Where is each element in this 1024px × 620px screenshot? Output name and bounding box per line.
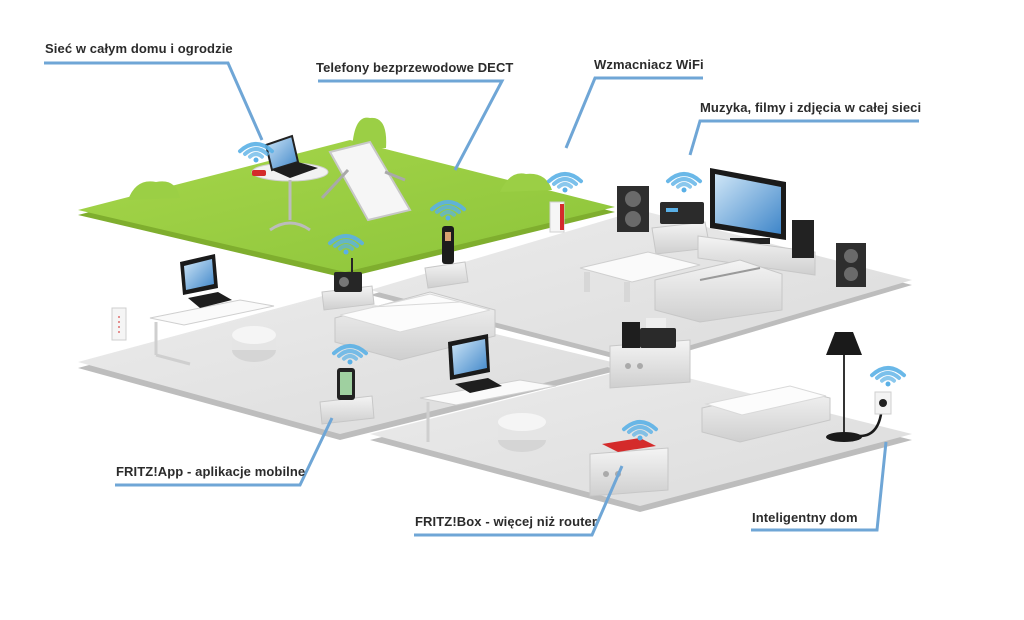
dect-phone: [442, 226, 454, 264]
wifi-signals: [238, 142, 906, 441]
leader-line-media: [688, 119, 919, 156]
label-dect-phones: Telefony bezprzewodowe DECT: [316, 60, 514, 75]
fritzbox-router: [602, 438, 656, 452]
single-bed: [701, 385, 831, 443]
wifi-icon: [622, 420, 658, 441]
smartphone-stand: [319, 368, 375, 425]
garden-lawn: [78, 117, 615, 278]
label-garden-network: Sieć w całym domu i ogrodzie: [45, 41, 233, 56]
nas-drive: [622, 322, 640, 348]
wifi-icon: [870, 366, 906, 387]
printer-cabinet: [609, 318, 691, 389]
leader-line-smarthome: [751, 441, 888, 532]
label-media: Muzyka, filmy i zdjęcia w całej sieci: [700, 100, 922, 115]
pouf: [232, 326, 276, 362]
wifi-icon: [547, 172, 583, 193]
tv: [710, 168, 786, 244]
label-smart-home: Inteligentny dom: [752, 510, 858, 525]
game-console: [792, 220, 814, 258]
pouf-two: [498, 413, 546, 452]
bush: [500, 173, 552, 192]
garden-deck-chair: [320, 140, 412, 222]
sofa: [654, 259, 783, 323]
leader-line-repeater: [564, 76, 703, 149]
wifi-icon: [666, 172, 702, 193]
wifi-icon: [430, 200, 466, 221]
leader-line-garden: [44, 61, 264, 141]
speaker-right: [836, 243, 866, 287]
tv-stand: [697, 235, 816, 276]
label-wifi-repeater: Wzmacniacz WiFi: [594, 57, 704, 72]
label-fritz-box: FRITZ!Box - więcej niż router: [415, 514, 598, 529]
laptop-on-garden-table: [251, 134, 329, 232]
desk-left: [149, 299, 275, 366]
wifi-repeater: [549, 201, 565, 233]
floor-lamp: [826, 332, 884, 442]
printer: [640, 328, 676, 348]
powerline-adapter: [111, 307, 127, 341]
desktop-pc-two: [448, 334, 502, 393]
leader-line-app: [115, 417, 334, 487]
av-receiver: [660, 202, 704, 224]
label-fritz-app: FRITZ!App - aplikacje mobilne: [116, 464, 306, 479]
leader-line-dect: [318, 79, 505, 171]
phone-stand: [424, 226, 469, 289]
desktop-pc: [180, 254, 232, 308]
smart-plug: [874, 391, 892, 415]
speaker-left: [617, 186, 649, 232]
bush: [128, 181, 180, 200]
fritz-stick: [252, 170, 266, 176]
coffee-table: [579, 251, 701, 302]
leader-lines: [44, 61, 919, 537]
bush: [352, 117, 387, 150]
wifi-icon: [238, 142, 274, 163]
leader-line-box: [414, 465, 624, 537]
wifi-icon: [328, 234, 364, 255]
wifi-icon: [332, 344, 368, 365]
radio-stand: [321, 258, 375, 311]
media-shelf: [651, 202, 711, 255]
